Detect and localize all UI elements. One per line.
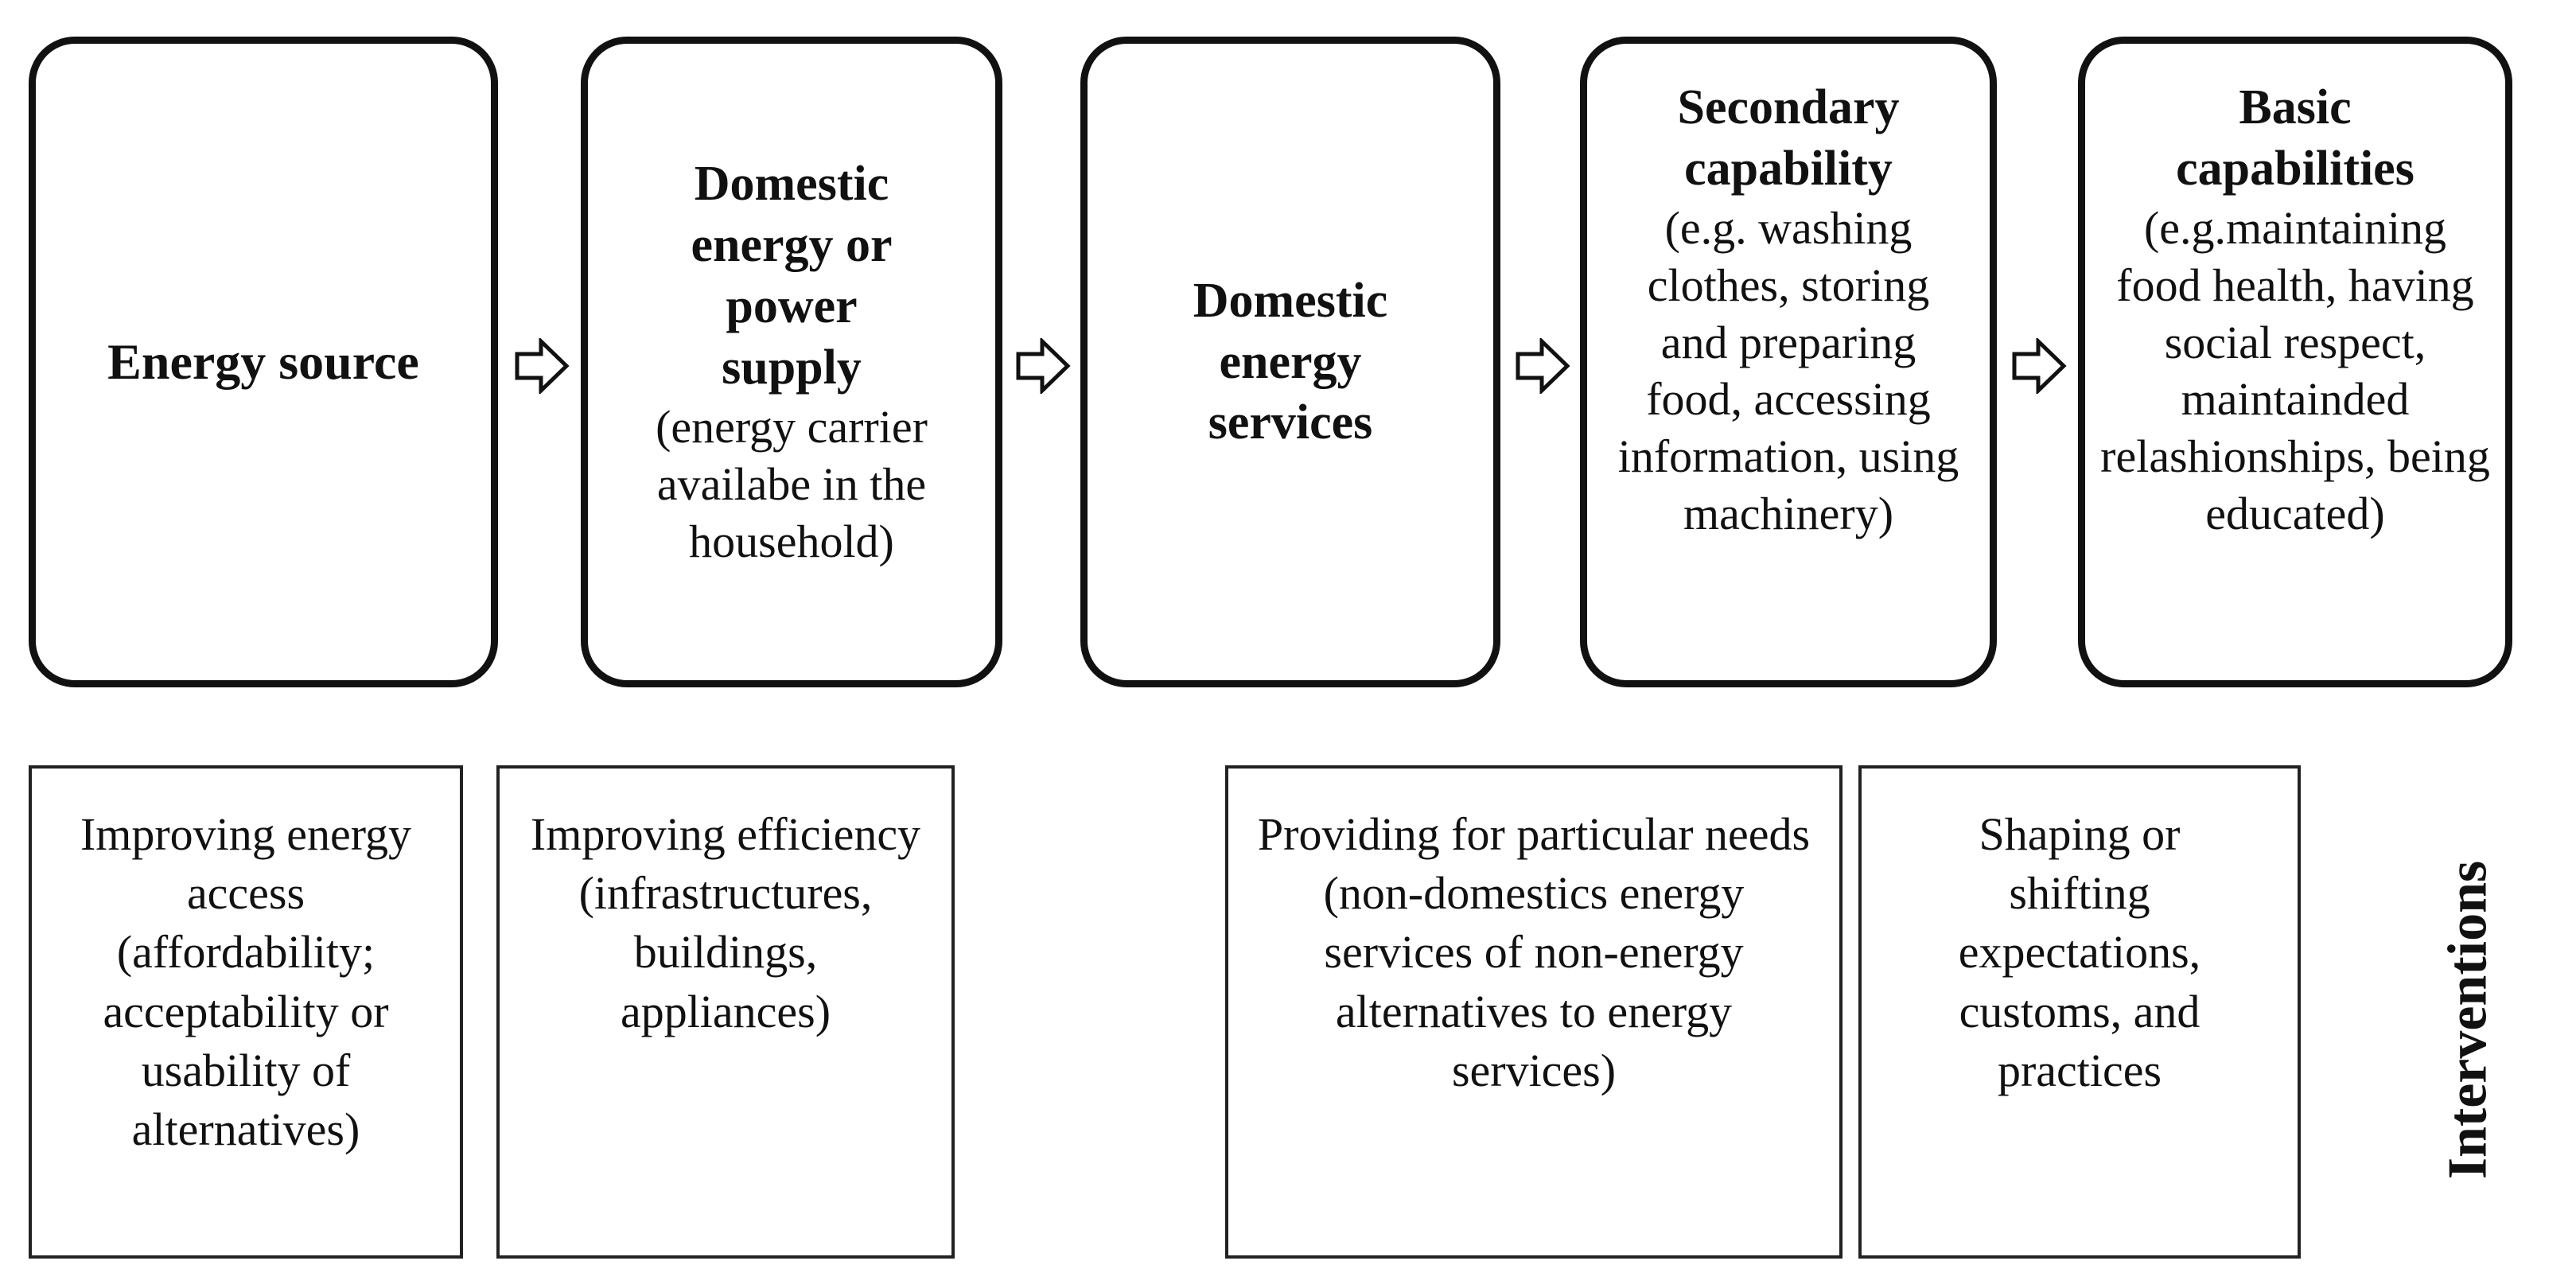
intervention-expectations: Shaping or shifting expectations, custom… — [1858, 765, 2301, 1259]
intervention-text: Improving efficiency (infrastructures, b… — [530, 808, 921, 1037]
interventions-label-text: Interventions — [2437, 860, 2498, 1180]
arrow-right-icon — [515, 338, 570, 394]
arrow-right-icon — [1016, 338, 1071, 394]
stage-title: Domestic energy or power supply — [691, 157, 893, 395]
stage-description: (e.g. washing clothes, storing and prepa… — [1617, 201, 1959, 540]
stage-description: (e.g.maintaining food health, having soc… — [2100, 201, 2490, 540]
intervention-energy-access: Improving energy access (affordability; … — [29, 765, 463, 1259]
intervention-text: Improving energy access (affordability; … — [80, 808, 412, 1156]
stage-domestic-energy-supply: Domestic energy or power supply (energy … — [581, 37, 1002, 687]
stage-description: (energy carrier availabe in the househol… — [656, 400, 928, 567]
intervention-text: Shaping or shifting expectations, custom… — [1958, 808, 2201, 1096]
stage-title: Domestic energy services — [1193, 273, 1388, 450]
intervention-text: Providing for particular needs (non-dome… — [1257, 808, 1811, 1096]
stage-basic-capabilities: Basic capabilities (e.g.maintaining food… — [2078, 37, 2512, 687]
intervention-efficiency: Improving efficiency (infrastructures, b… — [496, 765, 955, 1259]
intervention-particular-needs: Providing for particular needs (non-dome… — [1225, 765, 1843, 1259]
stage-title: Energy source — [107, 333, 419, 391]
interventions-label: Interventions — [2412, 821, 2523, 1219]
arrow-right-icon — [1516, 338, 1570, 394]
arrow-right-icon — [2012, 338, 2067, 394]
stage-secondary-capability: Secondary capability (e.g. washing cloth… — [1580, 37, 1997, 687]
stage-domestic-energy-services: Domestic energy services — [1080, 37, 1500, 687]
stage-title: Basic capabilities — [2176, 80, 2415, 196]
stage-title: Secondary capability — [1677, 80, 1900, 196]
stage-energy-source: Energy source — [29, 37, 498, 687]
